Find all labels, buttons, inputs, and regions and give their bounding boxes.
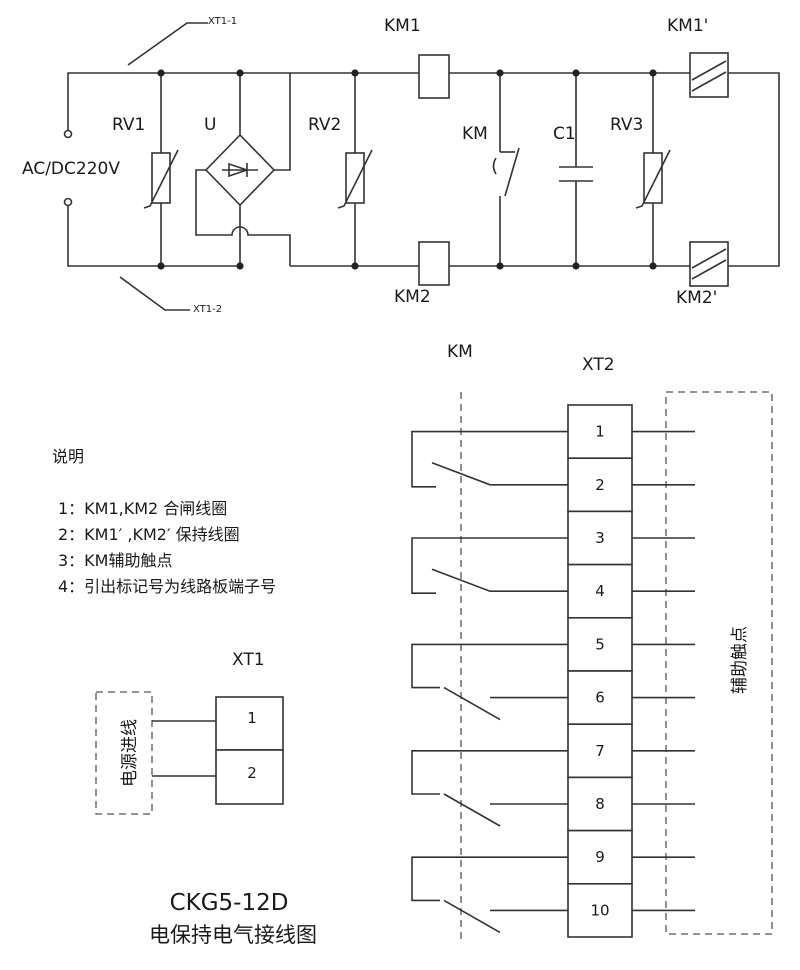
power-input-label: 电源进线 [120, 719, 140, 787]
km2-coil [418, 241, 450, 286]
node [236, 262, 244, 270]
xt1-terminal-number: 1 [247, 709, 257, 727]
c1-capacitor [559, 73, 593, 266]
km-label: KM [462, 124, 488, 144]
node [157, 262, 165, 270]
node [649, 69, 657, 77]
xt2-terminal-number: 6 [595, 689, 605, 707]
km1-label: KM1 [384, 16, 421, 36]
xt2-terminal-number: 1 [595, 423, 605, 441]
schematic: XT1-1 XT1-2 AC/DC220V RV1 U RV2 KM1 KM C… [22, 16, 780, 315]
aux-contacts-label: 辅助触点 [730, 626, 750, 694]
km-aux-contact [411, 750, 568, 827]
km-column-label: KM [447, 342, 473, 362]
c1-label: C1 [553, 124, 576, 144]
xt2-block: KM XT2 辅助触点 1 2 3 4 5 6 7 8 9 10 [411, 342, 773, 940]
wire-bottom-left [67, 206, 240, 267]
xt2-terminal-number: 2 [595, 476, 605, 494]
supply-terminal-top [63, 129, 73, 139]
notes: 说明 1：KM1,KM2 合闸线圈 2：KM1′ ,KM2′ 保持线圈 3：KM… [52, 447, 276, 596]
note-item: 1：KM1,KM2 合闸线圈 [58, 499, 227, 518]
km2-label: KM2 [394, 287, 431, 307]
model-title: CKG5-12D [170, 890, 289, 916]
xt1-block: XT1 电源进线 1 2 [95, 650, 284, 815]
node [649, 262, 657, 270]
power-input-box [95, 691, 153, 815]
km2-hold-coil [689, 241, 729, 287]
xt1-terminal-number: 2 [247, 764, 257, 782]
xt2-terminal-number: 3 [595, 529, 605, 547]
aux-contacts-box [665, 391, 773, 935]
node [572, 262, 580, 270]
xt1-2-label: XT1-2 [193, 304, 222, 315]
node [351, 69, 359, 77]
node [157, 69, 165, 77]
rv1-varistor [143, 73, 179, 266]
rv2-label: RV2 [308, 115, 341, 135]
node [496, 262, 504, 270]
xt2-terminal-number: 5 [595, 635, 605, 653]
km-aux-contact [411, 430, 568, 488]
xt2-terminal-number: 4 [595, 582, 605, 600]
note-item: 2：KM1′ ,KM2′ 保持线圈 [58, 525, 240, 544]
xt2-terminal [567, 723, 633, 779]
km-aux-contact [411, 856, 568, 934]
supply-label: AC/DC220V [22, 159, 120, 179]
xt2-terminal [567, 882, 633, 938]
xt2-terminal-number: 10 [590, 901, 609, 919]
xt2-terminal [567, 616, 633, 672]
xt2-terminal-strip: 1 2 3 4 5 6 7 8 9 10 [567, 404, 695, 938]
km1-hold-coil [689, 52, 729, 98]
km-aux-contact [411, 537, 568, 594]
note-item: 3：KM辅助触点 [58, 551, 172, 570]
xt1-1-leader [127, 22, 208, 66]
km-aux-contact [411, 643, 568, 721]
rectifier-bridge [195, 73, 291, 266]
km2-hold-label: KM2' [676, 288, 717, 308]
notes-heading: 说明 [52, 447, 84, 466]
xt1-terminal [215, 749, 284, 805]
rv3-varistor [635, 73, 671, 266]
wire-right-loop [728, 72, 780, 267]
km1-coil [418, 54, 450, 99]
rv2-varistor [337, 73, 373, 266]
node [236, 69, 244, 77]
rv3-label: RV3 [610, 115, 643, 135]
rv1-label: RV1 [112, 115, 145, 135]
xt1-1-label: XT1-1 [208, 16, 237, 27]
xt1-terminal [215, 696, 284, 751]
node [496, 69, 504, 77]
xt1-title: XT1 [232, 650, 265, 670]
xt2-terminal [567, 457, 633, 513]
km-aux-contacts [411, 430, 568, 934]
node [572, 69, 580, 77]
wire-top-left [67, 72, 290, 130]
node [351, 262, 359, 270]
xt2-terminal [567, 563, 633, 619]
xt2-terminal-number: 7 [595, 742, 605, 760]
xt2-title: XT2 [582, 355, 615, 375]
u-label: U [204, 115, 216, 135]
note-item: 4：引出标记号为线路板端子号 [58, 577, 276, 596]
supply-terminal-bottom [63, 197, 73, 207]
xt2-terminal-number: 8 [595, 795, 605, 813]
diagram-caption: 电保持电气接线图 [149, 923, 317, 947]
km-contact [492, 73, 520, 266]
km1-hold-label: KM1' [667, 16, 708, 36]
xt2-terminal-number: 9 [595, 848, 605, 866]
xt1-2-leader [119, 276, 190, 311]
